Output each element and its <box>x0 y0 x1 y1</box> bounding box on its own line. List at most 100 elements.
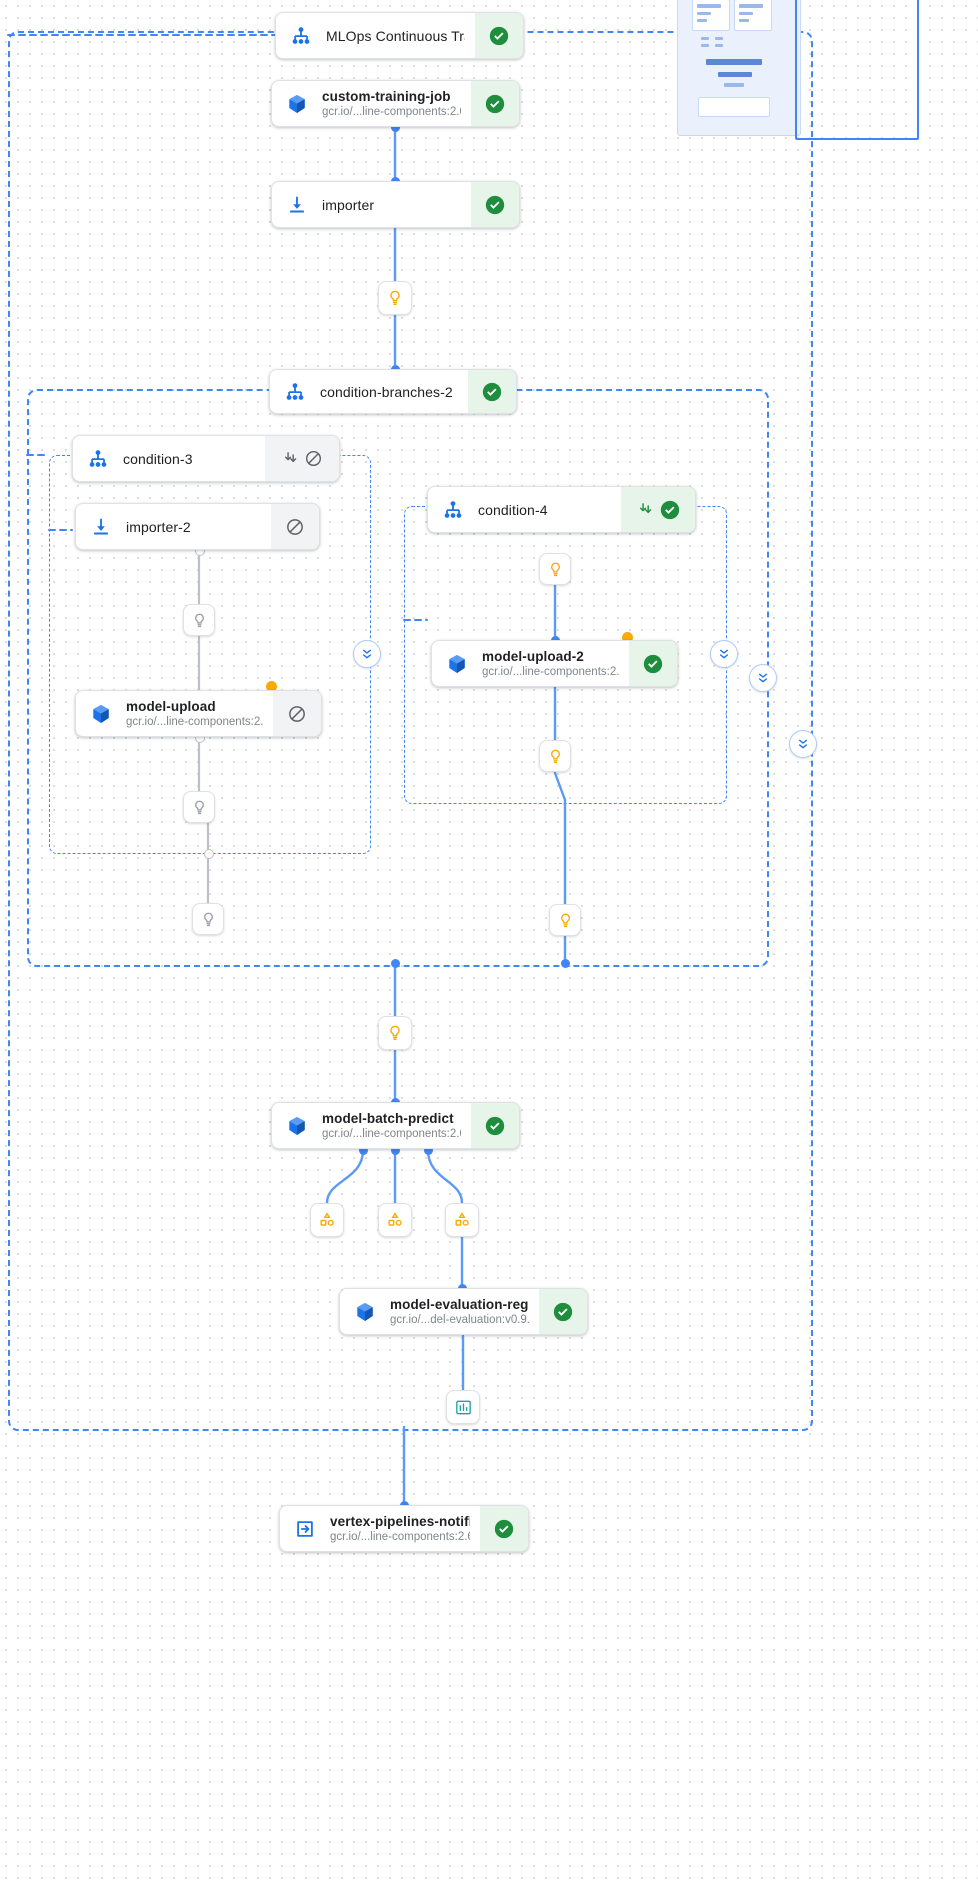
node-title: condition-branches-2 <box>320 383 453 400</box>
lightbulb-icon <box>557 912 574 929</box>
chip-parameter-lightbulb[interactable] <box>539 553 571 585</box>
chip-parameter-lightbulb[interactable] <box>183 791 215 823</box>
node-condition-3[interactable]: condition-3 <box>72 435 340 482</box>
node-importer[interactable]: importer <box>271 181 520 228</box>
node-model-upload[interactable]: model-upload gcr.io/...line-components:2… <box>75 690 322 737</box>
status-badge[interactable] <box>539 1289 587 1334</box>
chip-parameter-lightbulb[interactable] <box>378 281 412 315</box>
node-title: MLOps Continuous Traini... <box>326 27 465 44</box>
collapse-arrows-icon[interactable] <box>636 501 653 518</box>
collapse-arrows-icon[interactable] <box>281 450 298 467</box>
status-badge[interactable] <box>480 1506 528 1551</box>
lightbulb-icon <box>191 612 208 629</box>
node-title: importer-2 <box>126 518 191 535</box>
import-download-icon <box>88 514 114 540</box>
minimap-bar <box>724 83 744 87</box>
status-badge[interactable] <box>471 81 519 126</box>
node-title: condition-3 <box>123 450 193 467</box>
node-subtitle: gcr.io/...line-components:2.6.0 <box>482 666 619 678</box>
node-model-upload-2[interactable]: model-upload-2 gcr.io/...line-components… <box>431 640 678 687</box>
chevron-collapse-icon <box>359 646 375 662</box>
lightbulb-icon <box>547 561 564 578</box>
node-subtitle: gcr.io/...line-components:2.6.0 <box>322 1128 461 1140</box>
node-condition-4[interactable]: condition-4 <box>427 486 696 533</box>
node-body: condition-3 <box>73 436 265 481</box>
status-badge[interactable] <box>471 1103 519 1148</box>
node-subtitle: gcr.io/...del-evaluation:v0.9.3 <box>390 1314 529 1326</box>
node-text: condition-4 <box>478 502 548 518</box>
node-body: model-upload gcr.io/...line-components:2… <box>76 691 273 736</box>
node-custom-training-job[interactable]: custom-training-job gcr.io/...line-compo… <box>271 80 520 127</box>
node-condition-branches-2[interactable]: condition-branches-2 <box>269 369 517 414</box>
bar-chart-metrics-icon <box>454 1398 473 1417</box>
collapse-handle-condition-3[interactable] <box>353 640 381 668</box>
artifact-shapes-icon <box>385 1210 405 1230</box>
node-text: model-upload gcr.io/...line-components:2… <box>126 699 263 728</box>
chip-metrics[interactable] <box>446 1390 480 1424</box>
chip-parameter-lightbulb[interactable] <box>378 1016 412 1050</box>
chip-artifact[interactable] <box>310 1203 344 1237</box>
node-title: model-upload <box>126 699 216 714</box>
status-badge[interactable] <box>468 370 516 413</box>
chip-artifact[interactable] <box>378 1203 412 1237</box>
minimap-bar <box>697 19 707 22</box>
node-title: condition-4 <box>478 501 548 518</box>
pipeline-dag-icon <box>440 497 466 523</box>
node-importer-2[interactable]: importer-2 <box>75 503 320 550</box>
node-vertex-pipelines-notification[interactable]: vertex-pipelines-notificat... gcr.io/...… <box>279 1505 529 1552</box>
status-badge[interactable] <box>273 691 321 736</box>
minimap-bar <box>706 59 762 65</box>
cancelled-circle-slash-icon <box>285 517 305 537</box>
status-badge-group[interactable] <box>265 436 339 481</box>
node-text: MLOps Continuous Traini... <box>326 28 465 44</box>
node-title: model-batch-predict <box>322 1111 454 1126</box>
status-badge[interactable] <box>471 182 519 227</box>
lightbulb-icon <box>386 1024 404 1042</box>
status-badge[interactable] <box>271 504 319 549</box>
chip-parameter-lightbulb[interactable] <box>539 740 571 772</box>
node-model-batch-predict[interactable]: model-batch-predict gcr.io/...line-compo… <box>271 1102 520 1149</box>
pipeline-dag-icon <box>85 446 111 472</box>
container-box-icon <box>88 701 114 727</box>
lightbulb-icon <box>547 748 564 765</box>
node-title: model-evaluation-regres... <box>390 1297 529 1312</box>
minimap-bar <box>701 37 709 40</box>
minimap-bar <box>739 19 749 22</box>
node-body: importer <box>272 182 471 227</box>
chip-parameter-lightbulb[interactable] <box>549 904 581 936</box>
node-title: custom-training-job <box>322 89 451 104</box>
node-model-evaluation-regression[interactable]: model-evaluation-regres... gcr.io/...del… <box>339 1288 588 1335</box>
collapse-handle-branches[interactable] <box>749 664 777 692</box>
minimap-bar <box>715 44 723 47</box>
node-mlops-continuous-training[interactable]: MLOps Continuous Traini... <box>275 12 524 59</box>
minimap[interactable] <box>677 0 801 136</box>
viewport-rectangle[interactable] <box>795 0 919 140</box>
node-subtitle: gcr.io/...line-components:2.6.0 <box>126 716 263 728</box>
chip-parameter-lightbulb[interactable] <box>192 903 224 935</box>
node-body: importer-2 <box>76 504 271 549</box>
node-text: model-upload-2 gcr.io/...line-components… <box>482 649 619 678</box>
node-text: condition-3 <box>123 451 193 467</box>
edge-dot <box>391 1146 400 1155</box>
container-box-icon <box>352 1299 378 1325</box>
minimap-bar <box>701 44 709 47</box>
chevron-collapse-icon <box>716 646 732 662</box>
edge-dot <box>424 1146 433 1155</box>
status-badge-group[interactable] <box>621 487 695 532</box>
artifact-shapes-icon <box>452 1210 472 1230</box>
node-title: model-upload-2 <box>482 649 584 664</box>
edge-dot-muted <box>204 849 214 859</box>
edge-dot <box>391 959 400 968</box>
lightbulb-icon <box>191 799 208 816</box>
node-text: model-batch-predict gcr.io/...line-compo… <box>322 1111 461 1140</box>
collapse-handle-root[interactable] <box>789 730 817 758</box>
lightbulb-icon <box>200 911 217 928</box>
status-badge[interactable] <box>475 13 523 58</box>
node-subtitle: gcr.io/...line-components:2.6.0 <box>322 106 461 118</box>
chip-parameter-lightbulb[interactable] <box>183 604 215 636</box>
collapse-handle-condition-4[interactable] <box>710 640 738 668</box>
status-badge[interactable] <box>629 641 677 686</box>
chip-artifact[interactable] <box>445 1203 479 1237</box>
check-circle-icon <box>642 653 664 675</box>
